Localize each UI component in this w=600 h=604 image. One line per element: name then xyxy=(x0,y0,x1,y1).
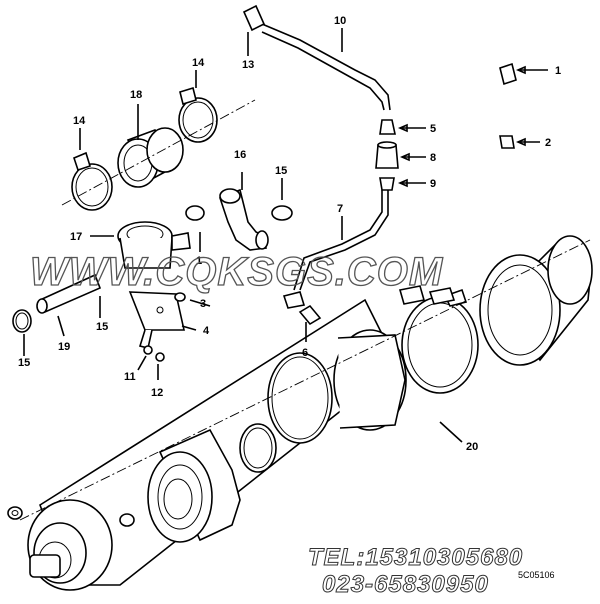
bolt-11 xyxy=(143,345,153,355)
label-2: 2 xyxy=(545,137,551,149)
elbow-hose-16 xyxy=(219,188,269,251)
inline-filter-8 xyxy=(375,141,399,169)
label-20: 20 xyxy=(466,441,478,453)
label-15-lower: 15 xyxy=(18,357,30,369)
clamp-15-a xyxy=(185,205,205,221)
label-15-upper: 15 xyxy=(275,165,287,177)
label-1: 1 xyxy=(555,65,561,77)
contact-tel: TEL:15310305680 xyxy=(308,544,523,571)
label-19: 19 xyxy=(58,341,70,353)
band-clamp xyxy=(401,288,479,394)
clamp-15-b xyxy=(271,205,293,221)
bracket-4 xyxy=(128,291,185,349)
hose-19 xyxy=(36,273,102,314)
center-axis xyxy=(19,239,591,521)
label-14-right: 14 xyxy=(192,57,205,69)
upper-axis xyxy=(61,99,256,206)
label-5: 5 xyxy=(430,123,436,135)
label-15-mid: 15 xyxy=(96,321,108,333)
label-3: 3 xyxy=(200,298,206,310)
label-13: 13 xyxy=(242,59,254,71)
drawing-code: 5C05106 xyxy=(518,570,555,580)
fitting-1 xyxy=(499,62,517,86)
label-6: 6 xyxy=(302,347,308,359)
label-9: 9 xyxy=(430,178,436,190)
label-4: 4 xyxy=(203,325,210,337)
watermark-text: WWW.CQKSGS.COM xyxy=(30,250,444,294)
nut-12 xyxy=(155,352,165,362)
leader-lines xyxy=(23,28,548,443)
fitting-2 xyxy=(499,135,515,149)
housing-17 xyxy=(117,221,191,269)
label-18: 18 xyxy=(130,89,142,101)
label-7: 7 xyxy=(337,203,343,215)
fitting-9 xyxy=(379,177,395,191)
connector-6 xyxy=(282,291,306,309)
precleaner-cone xyxy=(479,235,593,366)
label-16: 16 xyxy=(234,149,246,161)
label-14-left: 14 xyxy=(73,115,86,127)
bolt-3 xyxy=(174,292,186,302)
fitting-5 xyxy=(379,119,396,135)
filter-element xyxy=(147,428,241,543)
label-12: 12 xyxy=(151,387,163,399)
fitting-6 xyxy=(298,304,322,326)
label-17: 17 xyxy=(70,231,82,243)
o-ring-small xyxy=(239,423,277,473)
contact-phone: 023-65830950 xyxy=(322,571,489,598)
tube-10 xyxy=(242,4,391,111)
label-11: 11 xyxy=(124,371,136,383)
o-ring-large xyxy=(267,352,333,444)
label-8: 8 xyxy=(430,152,436,164)
connector-1 xyxy=(398,285,426,305)
label-10: 10 xyxy=(334,15,346,27)
label-1-lower: 1 xyxy=(196,255,202,267)
tube-7 xyxy=(293,190,389,291)
hose-clamp-14-left xyxy=(71,151,113,211)
hose-clamp-14-right xyxy=(178,86,218,143)
hose-sleeve-18 xyxy=(117,127,184,188)
end-cap xyxy=(333,329,407,431)
